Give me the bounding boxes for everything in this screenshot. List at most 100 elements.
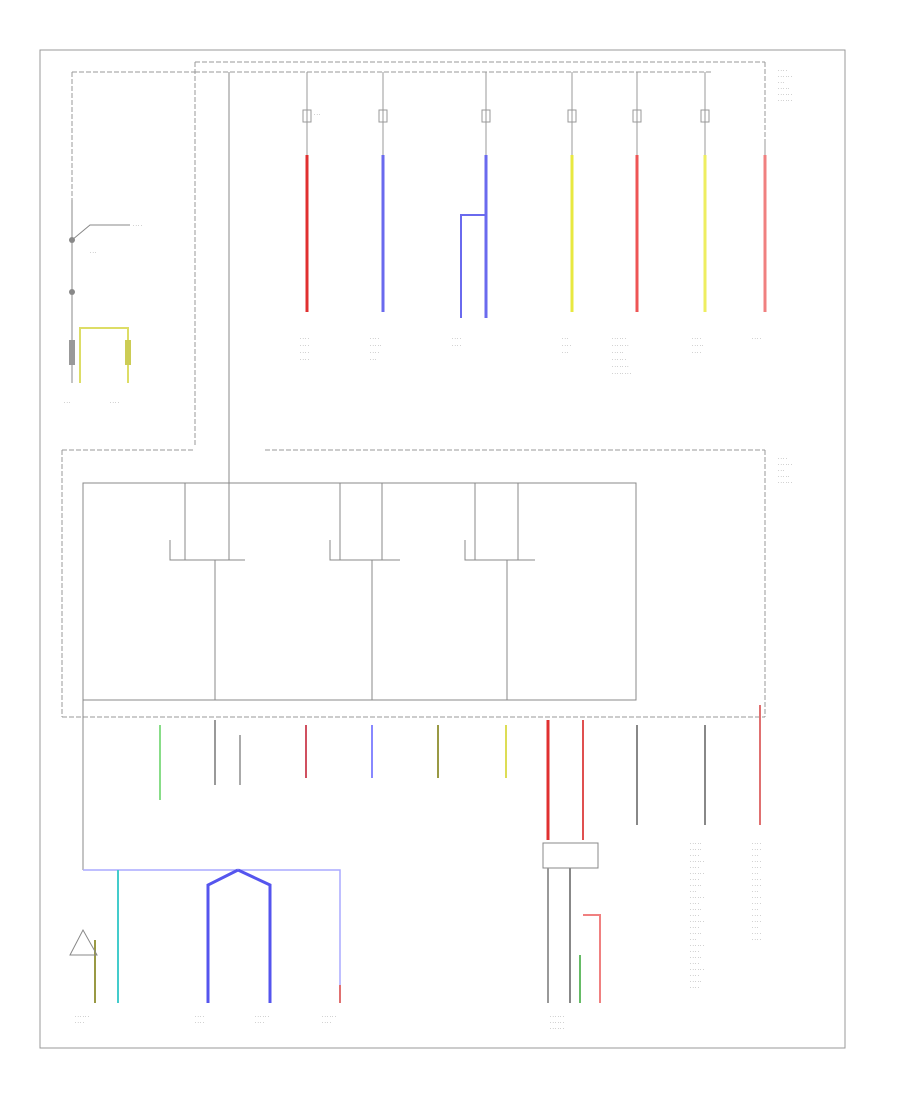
svg-text:· · · ·: · · · · [692, 350, 701, 355]
svg-text:· · · ·: · · · · [300, 336, 309, 341]
svg-text:· · · ·: · · · · [752, 937, 761, 942]
svg-text:· · ·: · · · [752, 925, 758, 930]
svg-text:· · · · · ·: · · · · · · [550, 1026, 564, 1031]
bottom-relay-pink [583, 914, 601, 1003]
svg-text:· · · ·: · · · · [752, 919, 761, 924]
svg-text:· · ·: · · · [562, 350, 568, 355]
svg-text:· · · · ·: · · · · · [690, 847, 701, 852]
svg-text:· · ·: · · · [752, 889, 758, 894]
svg-text:· · · ·: · · · · [752, 847, 761, 852]
svg-text:· · · · ·: · · · · · [692, 343, 703, 348]
bottom-right-captions: · · · · · · · · · · · · · · · · · · · · … [690, 841, 761, 990]
svg-text:· · · ·: · · · · [300, 343, 309, 348]
svg-text:· · · · ·: · · · · · [778, 86, 789, 91]
svg-text:· · · · · ·: · · · · · · [612, 336, 626, 341]
svg-text:· · · · · ·: · · · · · · [690, 919, 704, 924]
svg-text:· · · · ·: · · · · · [612, 350, 623, 355]
page-frame [39, 49, 846, 1049]
svg-text:· · · · ·: · · · · · [690, 883, 701, 888]
svg-text:· · · · · ·: · · · · · · [778, 480, 792, 485]
lower-fuse-row [82, 690, 761, 870]
svg-text:· · · · ·: · · · · · [370, 343, 381, 348]
relay-group [169, 483, 637, 700]
top-right-caption: · · · · · · · · · · · · · · · · · · · · … [778, 68, 792, 103]
svg-text:· · · ·: · · · · [752, 913, 761, 918]
top-fuse-1 [302, 109, 312, 123]
svg-text:· · · ·: · · · · [75, 1020, 84, 1025]
svg-text:· · · ·: · · · · [752, 901, 761, 906]
svg-text:· · · · · ·: · · · · · · [322, 1014, 336, 1019]
svg-text:· · · · · ·: · · · · · · [778, 98, 792, 103]
junction-bus-blue-2 [206, 868, 239, 1003]
svg-text:· · · · · ·: · · · · · · [778, 462, 792, 467]
svg-text:· · · ·: · · · · [690, 985, 699, 990]
bottom-relay-box [542, 842, 599, 869]
svg-text:· · · ·: · · · · [692, 336, 701, 341]
top-fuse-2 [378, 109, 388, 123]
svg-text:· · · ·: · · · · [752, 865, 761, 870]
svg-text:· · · · · · ·: · · · · · · · [612, 343, 629, 348]
top-fuse-5 [632, 109, 642, 123]
svg-text:· · · · · ·: · · · · · · [255, 1014, 269, 1019]
svg-text:· · · · · ·: · · · · · · [550, 1014, 564, 1019]
svg-text:· · · ·: · · · · [690, 925, 699, 930]
top-fuse-6 [700, 109, 710, 123]
svg-text:· · · ·: · · · · [452, 343, 461, 348]
svg-text:· · · · · ·: · · · · · · [778, 92, 792, 97]
svg-text:· · · ·: · · · · [690, 949, 699, 954]
svg-text:· · · ·: · · · · [752, 895, 761, 900]
svg-text:· · · · · ·: · · · · · · [690, 859, 704, 864]
battery-wire-yellow [79, 327, 129, 383]
svg-text:· · ·: · · · [314, 112, 320, 117]
svg-text:· · · ·: · · · · [752, 336, 761, 341]
svg-text:· · · · ·: · · · · · [690, 955, 701, 960]
svg-text:· · · ·: · · · · [195, 1014, 204, 1019]
svg-text:· · · ·: · · · · [752, 883, 761, 888]
bottom-right-relay [542, 842, 601, 1003]
fusible-link-node [69, 289, 75, 295]
svg-text:· · · ·: · · · · [752, 841, 761, 846]
svg-text:· · ·: · · · [752, 907, 758, 912]
top-wire-3-branch [460, 214, 486, 318]
svg-text:· · · ·: · · · · [255, 1020, 264, 1025]
svg-text:· · ·: · · · [752, 853, 758, 858]
svg-text:· · · ·: · · · · [690, 961, 699, 966]
svg-text:· · · ·: · · · · [752, 931, 761, 936]
svg-text:· · · ·: · · · · [452, 336, 461, 341]
svg-text:· · · ·: · · · · [690, 913, 699, 918]
svg-text:· · · · ·: · · · · · [690, 907, 701, 912]
svg-text:· · · · · ·: · · · · · · [690, 871, 704, 876]
svg-text:· · · ·: · · · · [195, 1020, 204, 1025]
svg-text:· · · ·: · · · · [752, 877, 761, 882]
svg-text:· · · ·: · · · · [370, 336, 379, 341]
svg-text:· · · ·: · · · · [690, 877, 699, 882]
svg-text:· · ·: · · · [90, 250, 96, 255]
svg-text:· · · · ·: · · · · · [778, 474, 789, 479]
svg-text:· · ·: · · · [562, 336, 568, 341]
svg-text:· · ·: · · · [690, 937, 696, 942]
svg-text:· · · · ·: · · · · · [690, 931, 701, 936]
svg-text:· · · ·: · · · · [562, 343, 571, 348]
svg-text:· · ·: · · · [690, 889, 696, 894]
top-fuse-4 [567, 109, 577, 123]
svg-text:· · · · · ·: · · · · · · [690, 943, 704, 948]
svg-text:· · · ·: · · · · [752, 859, 761, 864]
svg-text:· · · · ·: · · · · · [690, 979, 701, 984]
svg-text:· · · ·: · · · · [690, 901, 699, 906]
svg-text:· · · · · ·: · · · · · · [75, 1014, 89, 1019]
svg-text:· · · · · ·: · · · · · · [690, 895, 704, 900]
svg-text:· · · ·: · · · · [370, 350, 379, 355]
svg-text:· · · ·: · · · · [300, 357, 309, 362]
svg-text:· · ·: · · · [64, 400, 70, 405]
svg-text:· · · · · ·: · · · · · · [550, 1020, 564, 1025]
svg-text:· · · · · · ·: · · · · · · · [612, 364, 629, 369]
svg-text:· · · ·: · · · · [778, 68, 787, 73]
svg-text:· · · ·: · · · · [110, 400, 119, 405]
svg-text:· · · · · · · ·: · · · · · · · · [612, 371, 631, 376]
bottom-load-labels: · · · · · · · · · · · · · · · · · · · · … [75, 1014, 564, 1031]
svg-text:· · ·: · · · [778, 80, 784, 85]
svg-text:· · · · · ·: · · · · · · [690, 967, 704, 972]
svg-text:· · · ·: · · · · [133, 223, 142, 228]
